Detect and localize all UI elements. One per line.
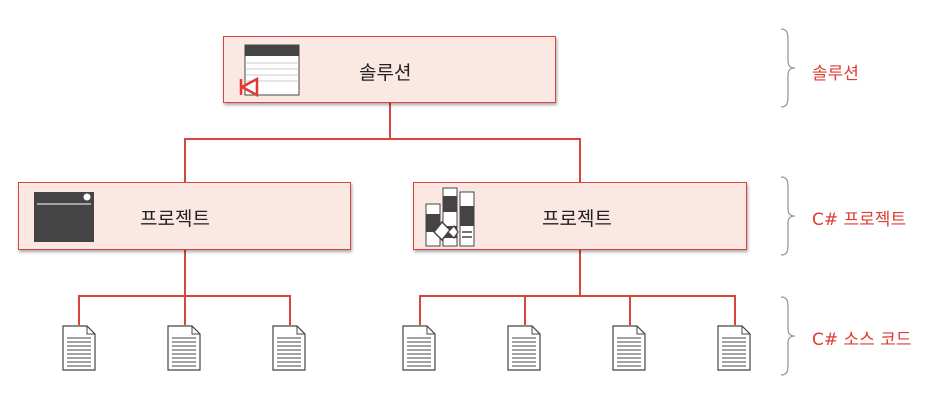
solution-icon [239,44,300,98]
connector [184,138,186,182]
document-icon [507,325,541,371]
project-label-1: 프로젝트 [140,208,210,230]
brace-project [780,176,796,256]
legend-source-label: C# 소스 코드 [812,330,912,350]
connector [184,295,186,325]
project-box-2: 프로젝트 [413,182,747,250]
connector [78,295,80,325]
document-icon [272,325,306,371]
console-window-icon [34,192,94,242]
connector [629,295,631,325]
legend-solution-label: 솔루션 [812,64,859,84]
document-icon [717,325,751,371]
document-icon [612,325,646,371]
document-icon [167,325,201,371]
connector [524,295,526,325]
connector [419,295,421,325]
connector [419,295,735,297]
solution-label: 솔루션 [359,62,412,84]
solution-box: 솔루션 [223,36,556,103]
brace-solution [780,28,796,108]
document-icon [62,325,96,371]
toolbox-icon [425,187,475,247]
legend-project-label: C# 프로젝트 [812,210,907,230]
project-box-1: 프로젝트 [18,182,351,250]
connector [579,138,581,182]
connector [389,103,391,139]
connector [734,295,736,325]
brace-source [780,296,796,376]
project-label-2: 프로젝트 [542,208,612,230]
document-icon [402,325,436,371]
connector [184,250,186,296]
connector [289,295,291,325]
connector [579,250,581,296]
connector [184,138,580,140]
